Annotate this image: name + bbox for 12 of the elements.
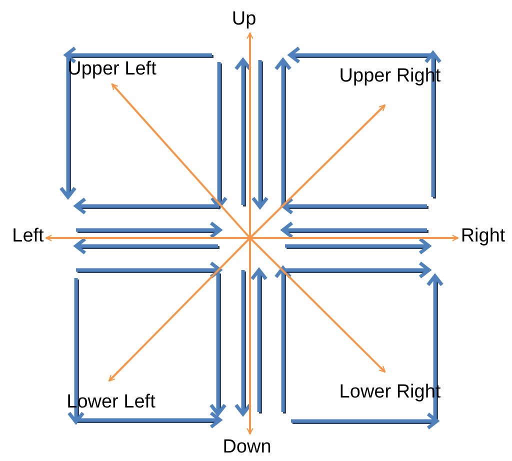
arrow [108, 237, 251, 382]
direction-label: Left [12, 226, 44, 248]
arrow [249, 104, 386, 239]
arrow [246, 238, 254, 435]
arrow [250, 234, 459, 242]
direction-label: Down [222, 438, 272, 458]
arrow [246, 32, 254, 238]
arrow [45, 234, 250, 242]
arrow [111, 83, 251, 239]
direction-label: Up [232, 10, 256, 30]
arrow [249, 237, 386, 373]
direction-label: Right [460, 226, 506, 248]
